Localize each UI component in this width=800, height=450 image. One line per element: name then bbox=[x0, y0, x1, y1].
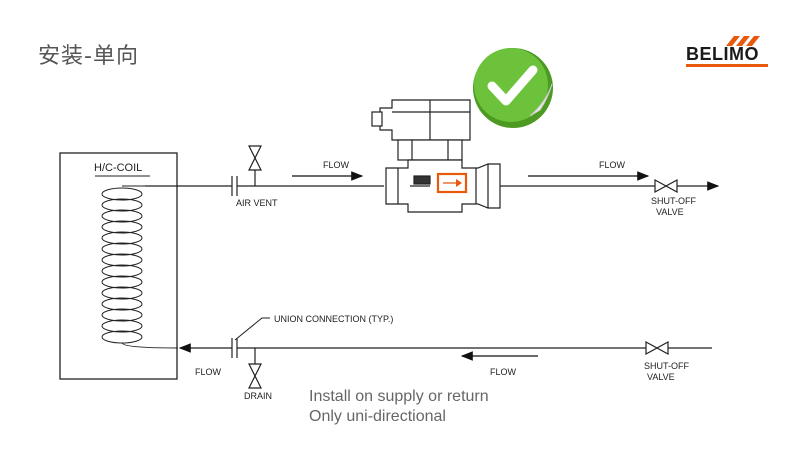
return-pipe bbox=[178, 338, 712, 358]
coil-label: H/C-COIL bbox=[94, 162, 142, 174]
air-vent-label: AIR VENT bbox=[236, 198, 278, 208]
air-vent-valve-icon bbox=[248, 145, 262, 186]
logo-stripes-icon bbox=[726, 36, 760, 46]
logo-underline bbox=[686, 64, 768, 67]
shutoff-label-bottom-1: SHUT-OFF bbox=[644, 361, 689, 371]
union-connection-label: UNION CONNECTION (TYP.) bbox=[274, 314, 393, 324]
control-valve-actuator bbox=[371, 99, 501, 213]
caption-line-1: Install on supply or return bbox=[309, 388, 489, 405]
shutoff-label-bottom-2: VALVE bbox=[647, 372, 675, 382]
shutoff-valve-bottom-icon bbox=[645, 340, 669, 356]
logo-wordmark: BELIMO bbox=[686, 44, 759, 64]
drain-label: DRAIN bbox=[244, 391, 272, 401]
valve-flow-indicator-icon bbox=[436, 172, 468, 194]
shutoff-label-top-2: VALVE bbox=[656, 207, 684, 217]
caption-line-2: Only uni-directional bbox=[309, 408, 446, 425]
slide-title: 安装-单向 bbox=[38, 44, 139, 69]
coil-box bbox=[59, 152, 178, 380]
shutoff-valve-top-icon bbox=[654, 178, 678, 194]
check-mark-icon bbox=[473, 48, 553, 128]
shutoff-label-top-1: SHUT-OFF bbox=[651, 196, 696, 206]
union-leader-line bbox=[234, 317, 270, 341]
flow-label-top-left: FLOW bbox=[323, 160, 350, 170]
flow-label-bottom-left: FLOW bbox=[195, 367, 222, 377]
flow-label-bottom-middle: FLOW bbox=[490, 367, 517, 377]
supply-pipe bbox=[145, 176, 720, 196]
flow-label-top-right: FLOW bbox=[599, 160, 626, 170]
coil-spring bbox=[101, 185, 179, 349]
drain-valve-icon bbox=[248, 348, 262, 389]
belimo-logo: BELIMO bbox=[686, 34, 768, 70]
